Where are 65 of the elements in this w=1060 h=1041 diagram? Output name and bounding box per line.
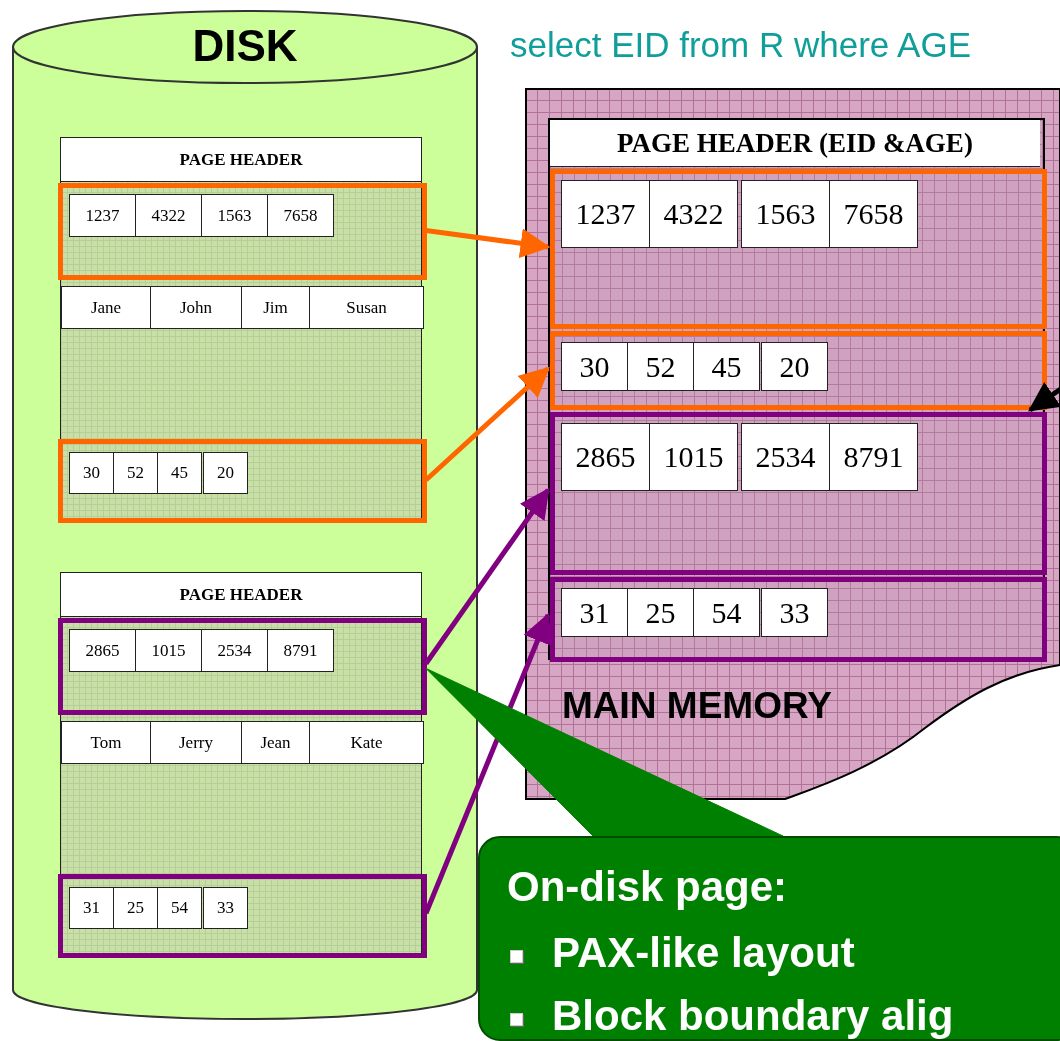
- memory-label: MAIN MEMORY: [562, 685, 832, 727]
- table-cell: 54: [157, 887, 202, 929]
- page-header: PAGE HEADER: [61, 573, 421, 617]
- table-cell: Jane: [61, 286, 151, 329]
- table-cell: 2534: [201, 629, 268, 672]
- table-cell: 1563: [741, 180, 830, 248]
- table-cell: 54: [693, 588, 760, 637]
- disk-label: DISK: [191, 20, 299, 72]
- minipage-frame: [58, 183, 427, 280]
- table-cell: 1237: [561, 180, 650, 248]
- page-header: PAGE HEADER (EID &AGE): [550, 120, 1040, 167]
- table-cell: 7658: [829, 180, 918, 248]
- table-cell: 45: [693, 342, 760, 391]
- table-cell: 31: [69, 887, 114, 929]
- table-cell: 25: [627, 588, 694, 637]
- arrow: [425, 228, 551, 259]
- table-cell: 1237: [69, 194, 136, 237]
- table-cell: Jim: [241, 286, 310, 329]
- table-cell: 7658: [267, 194, 334, 237]
- main-memory-region: [525, 88, 1060, 800]
- arrow: [424, 366, 550, 482]
- arrow: [1028, 382, 1060, 413]
- table-cell: 2865: [561, 423, 650, 491]
- query-text: select EID from R where AGE: [510, 24, 971, 66]
- callout-tail: [425, 667, 784, 837]
- table-cell: 1015: [135, 629, 202, 672]
- minipage-frame: [58, 874, 427, 958]
- table-cell: 30: [561, 342, 628, 391]
- minipage-frame: [550, 169, 1047, 329]
- table-cell: Jean: [241, 721, 310, 764]
- table-cell: 45: [157, 452, 202, 494]
- table-cell: 4322: [135, 194, 202, 237]
- table-cell: Jerry: [150, 721, 242, 764]
- table-cell: John: [150, 286, 242, 329]
- table-cell: 20: [203, 452, 248, 494]
- table-cell: 4322: [649, 180, 738, 248]
- table-cell: 31: [561, 588, 628, 637]
- table-cell: 2865: [69, 629, 136, 672]
- memory-page: [548, 118, 1045, 660]
- minipage-frame: [550, 577, 1047, 662]
- table-cell: 52: [113, 452, 158, 494]
- table-cell: 20: [761, 342, 828, 391]
- table-cell: 1563: [201, 194, 268, 237]
- callout-bubble: [478, 836, 1060, 1041]
- minipage-frame: [550, 412, 1047, 575]
- minipage-frame: [550, 331, 1047, 410]
- table-cell: 33: [761, 588, 828, 637]
- callout-text: PAX-like layout: [552, 928, 855, 978]
- callout-text: On-disk page:: [507, 862, 788, 912]
- table-cell: 8791: [829, 423, 918, 491]
- table-cell: Tom: [61, 721, 151, 764]
- callout-text: Block boundary alig: [552, 991, 954, 1041]
- table-cell: 52: [627, 342, 694, 391]
- table-cell: Susan: [309, 286, 424, 329]
- table-cell: Kate: [309, 721, 424, 764]
- table-cell: 30: [69, 452, 114, 494]
- minipage-frame: [58, 618, 427, 715]
- minipage-frame: [58, 439, 427, 523]
- table-cell: 1015: [649, 423, 738, 491]
- disk-cylinder: [12, 10, 478, 1020]
- table-cell: 33: [203, 887, 248, 929]
- table-cell: 2534: [741, 423, 830, 491]
- table-cell: 25: [113, 887, 158, 929]
- table-cell: 8791: [267, 629, 334, 672]
- page-header: PAGE HEADER: [61, 138, 421, 182]
